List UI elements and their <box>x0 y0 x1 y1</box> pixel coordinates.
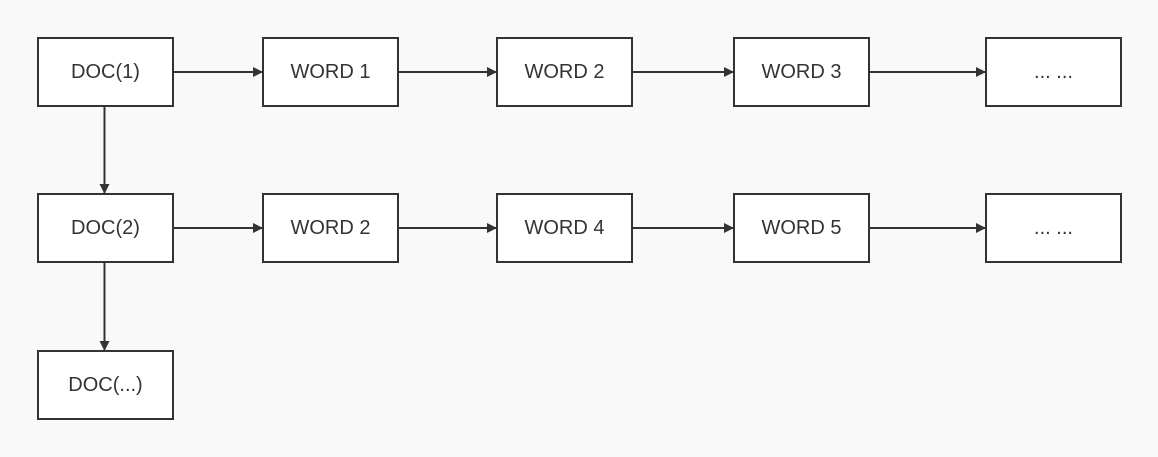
doc-node-3: DOC(...) <box>37 350 174 420</box>
word-node-row2-2: WORD 4 <box>496 193 633 263</box>
word-node-row1-3: WORD 3 <box>733 37 870 107</box>
doc-node-2: DOC(2) <box>37 193 174 263</box>
word-node-row1-1: WORD 1 <box>262 37 399 107</box>
word-node-row1-2: WORD 2 <box>496 37 633 107</box>
word-node-row2-1: WORD 2 <box>262 193 399 263</box>
ellipsis-node-row1: ... ... <box>985 37 1122 107</box>
doc-node-1: DOC(1) <box>37 37 174 107</box>
word-node-row2-3: WORD 5 <box>733 193 870 263</box>
ellipsis-node-row2: ... ... <box>985 193 1122 263</box>
